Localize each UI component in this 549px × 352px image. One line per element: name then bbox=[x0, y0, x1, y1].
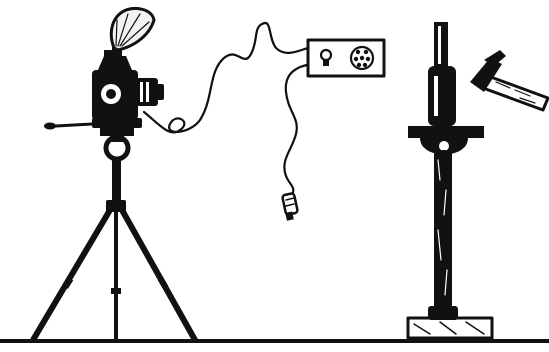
tripod-leg-right bbox=[122, 210, 195, 340]
hammer-icon bbox=[470, 50, 548, 110]
tripod-leg-left bbox=[33, 210, 110, 340]
sync-cable bbox=[144, 23, 312, 196]
stand-upper-tube bbox=[428, 66, 456, 126]
tripod bbox=[33, 118, 195, 340]
stand-column bbox=[434, 148, 452, 310]
stand-platform bbox=[408, 126, 484, 138]
tripod-column bbox=[112, 158, 121, 206]
plug-icon bbox=[282, 193, 298, 221]
socket-icon bbox=[351, 47, 373, 69]
ground-line bbox=[0, 339, 549, 343]
stand-icon bbox=[408, 22, 492, 338]
flash-reflector-icon bbox=[111, 8, 154, 50]
release-cable bbox=[284, 64, 312, 196]
camera-icon bbox=[92, 46, 164, 120]
control-box bbox=[308, 40, 384, 76]
pan-handle bbox=[56, 124, 92, 126]
